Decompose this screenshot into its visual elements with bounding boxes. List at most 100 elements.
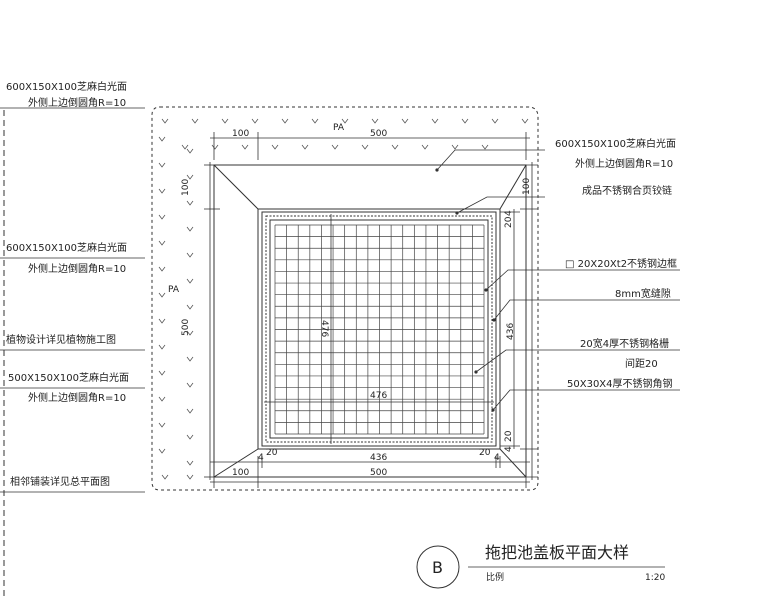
curb-miter-bl: [213, 448, 259, 478]
planting-boundary: [151, 106, 539, 491]
detail-symbol-letter: B: [432, 558, 443, 577]
plant-mark: [301, 144, 309, 150]
leader-lines: [0, 107, 680, 568]
dim-pa-top: PA: [333, 123, 345, 133]
planting-symbols: [158, 118, 529, 480]
plant-mark: [311, 118, 319, 124]
scale-value: 1:20: [645, 573, 665, 583]
plant-mark: [158, 448, 166, 454]
plant-mark: [186, 200, 194, 206]
plant-mark: [371, 118, 379, 124]
plant-mark: [158, 422, 166, 428]
plant-mark: [186, 278, 194, 284]
plant-mark: [431, 118, 439, 124]
scale-label: 比例: [486, 571, 504, 583]
dim-top-500: 500: [370, 129, 387, 139]
dim-bottom-20b: 20: [479, 448, 491, 458]
right-note-4: 8mm宽缝隙: [615, 287, 671, 300]
curb-inner: [257, 208, 501, 450]
plant-mark: [161, 118, 169, 124]
plant-mark: [391, 144, 399, 150]
drawing-title: 拖把池盖板平面大样: [485, 543, 629, 562]
plant-mark: [331, 144, 339, 150]
plant-mark: [221, 118, 229, 124]
right-note-5-line2: 间距20: [625, 357, 658, 370]
dim-bottom-436: 436: [370, 453, 387, 463]
left-note-1-line1: 600X150X100芝麻白光面: [6, 80, 127, 93]
plant-mark: [186, 474, 194, 480]
plant-mark: [251, 118, 259, 124]
plant-mark: [186, 330, 194, 336]
plant-mark: [158, 344, 166, 350]
dim-right-4a: 4: [504, 210, 514, 216]
plant-mark: [186, 356, 194, 362]
curb-miter-br: [499, 448, 527, 478]
dim-pa-left: PA: [168, 285, 180, 295]
plant-mark: [186, 174, 194, 180]
plant-mark: [421, 144, 429, 150]
dimension-lines: [204, 132, 538, 488]
left-note-2-line2: 外侧上边倒圆角R=10: [28, 262, 126, 275]
right-note-5-line1: 20宽4厚不锈钢格栅: [580, 337, 669, 350]
plant-mark: [158, 188, 166, 194]
plant-mark: [158, 396, 166, 402]
curb-miter-tr: [499, 164, 527, 210]
dim-top-100: 100: [232, 129, 249, 139]
plant-mark: [211, 144, 219, 150]
plant-mark: [186, 226, 194, 232]
plant-mark: [158, 318, 166, 324]
dim-bottom-4a: 4: [258, 453, 264, 463]
right-note-1-line2: 外侧上边倒圆角R=10: [575, 157, 673, 170]
plant-mark: [161, 474, 169, 480]
plant-mark: [158, 240, 166, 246]
plant-mark: [341, 118, 349, 124]
cover-frame-inner: [265, 215, 493, 443]
left-note-4-line2: 外侧上边倒圆角R=10: [28, 391, 126, 404]
left-note-2-line1: 600X150X100芝麻白光面: [6, 241, 127, 254]
curb-miter-tl: [213, 164, 259, 210]
dim-inner-476-v: 476: [319, 320, 329, 337]
cover-frame-outer: [261, 211, 497, 447]
plant-mark: [186, 408, 194, 414]
plant-mark: [481, 144, 489, 150]
plant-mark: [281, 118, 289, 124]
plant-mark: [521, 118, 529, 124]
dim-inner-476-h: 476: [370, 391, 387, 401]
plant-mark: [401, 118, 409, 124]
dim-left-100: 100: [181, 179, 191, 196]
right-note-6: 50X30X4厚不锈钢角钢: [567, 377, 673, 390]
leader-dots: [435, 168, 496, 412]
detail-symbol-circle: [416, 545, 460, 589]
plant-mark: [186, 382, 194, 388]
plant-mark: [158, 214, 166, 220]
plant-mark: [186, 460, 194, 466]
right-note-2: 成品不锈钢合页铰链: [582, 184, 672, 197]
curb-outer: [213, 164, 527, 478]
dim-left-500: 500: [181, 319, 191, 336]
plant-mark: [491, 118, 499, 124]
plant-mark: [186, 434, 194, 440]
plant-mark: [158, 370, 166, 376]
plant-mark: [186, 148, 194, 154]
dim-right-4b: 4: [504, 446, 514, 452]
right-note-3: □ 20X20Xt2不锈钢边框: [565, 257, 677, 270]
dim-bottom-500: 500: [370, 468, 387, 478]
right-note-1-line1: 600X150X100芝麻白光面: [555, 137, 676, 150]
plant-mark: [158, 292, 166, 298]
dim-bottom-4b: 4: [494, 453, 500, 463]
dim-right-436: 436: [506, 323, 516, 340]
dim-right-100: 100: [522, 178, 532, 195]
left-note-1-line2: 外侧上边倒圆角R=10: [28, 96, 126, 109]
dim-bottom-20a: 20: [266, 448, 278, 458]
plant-mark: [181, 144, 189, 150]
dim-bottom-100: 100: [232, 468, 249, 478]
plant-mark: [158, 162, 166, 168]
dim-right-20a: 20: [504, 216, 514, 228]
plant-mark: [271, 144, 279, 150]
plant-mark: [361, 144, 369, 150]
dim-right-20b: 20: [504, 430, 514, 442]
plant-mark: [241, 144, 249, 150]
plant-mark: [451, 144, 459, 150]
plant-mark: [158, 136, 166, 142]
